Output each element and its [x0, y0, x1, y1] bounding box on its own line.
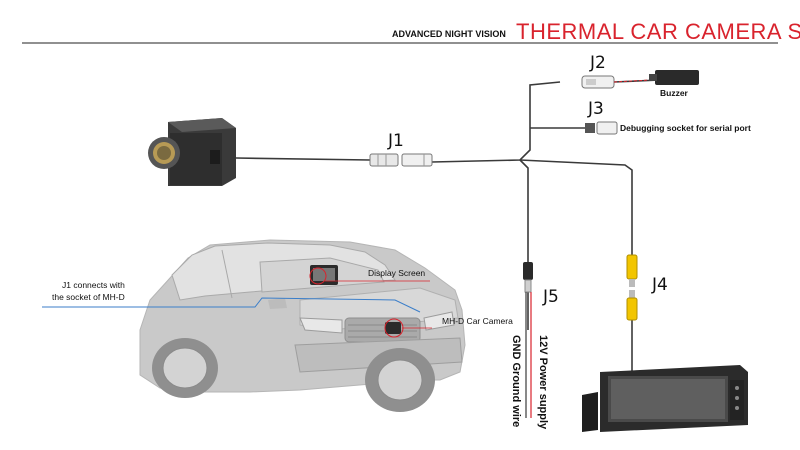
cable-harness	[235, 79, 661, 372]
connector-label-j3: J3	[587, 99, 604, 119]
car-illustration	[139, 239, 466, 412]
buzzer-wire	[613, 79, 651, 83]
label-display-screen: Display Screen	[368, 268, 425, 278]
connector-label-j5: J5	[542, 287, 559, 307]
j5-power-connector	[523, 262, 533, 418]
connector-label-j4: J4	[651, 275, 668, 295]
thermal-camera	[148, 118, 236, 186]
label-12v-power: 12V Power supply	[537, 335, 549, 430]
buzzer	[649, 70, 699, 85]
header-title: THERMAL CAR CAMERA SYSTEM	[516, 19, 800, 44]
header-subtitle: ADVANCED NIGHT VISION	[392, 29, 506, 39]
connector-label-j2: J2	[589, 53, 606, 73]
label-j1-note-2: the socket of MH-D	[52, 292, 125, 302]
monitor	[582, 365, 748, 432]
j1-note-line	[42, 297, 421, 313]
label-gnd-wire: GND Ground wire	[510, 335, 522, 427]
label-mhd-camera: MH-D Car Camera	[442, 316, 513, 326]
j2-connector	[581, 75, 615, 89]
dashboard-display-screen	[309, 265, 338, 285]
connector-label-j1: J1	[387, 131, 404, 151]
label-debug-socket: Debugging socket for serial port	[620, 123, 751, 133]
j3-connector	[585, 121, 618, 135]
label-j1-note-1: J1 connects with	[62, 280, 125, 290]
j4-rca-connector	[626, 254, 638, 321]
j1-connector	[369, 153, 433, 167]
label-buzzer: Buzzer	[660, 88, 689, 98]
